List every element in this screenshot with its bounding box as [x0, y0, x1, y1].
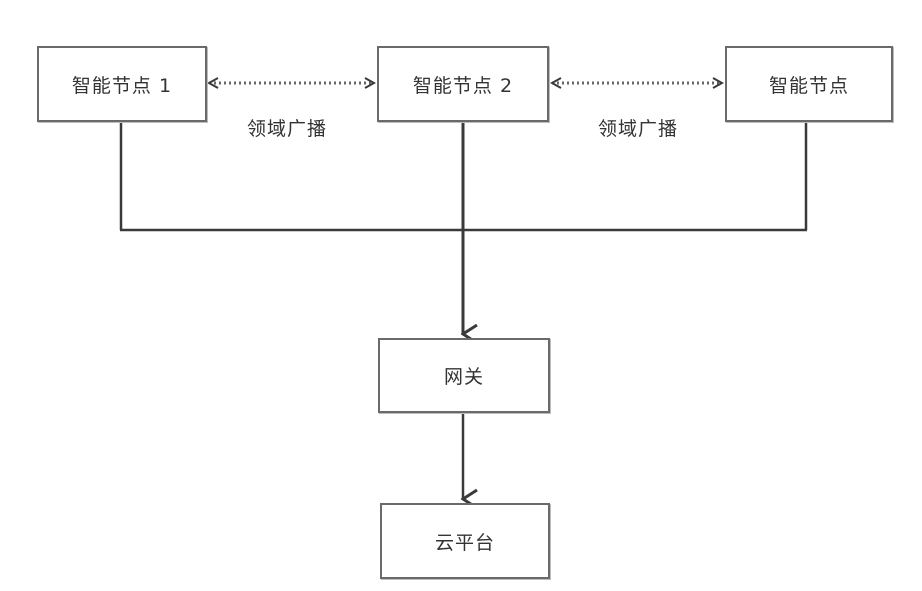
smart-node-1-box: 智能节点 1: [37, 46, 207, 122]
smart-node-2-box: 智能节点 2: [377, 46, 549, 122]
smart-node-2-label: 智能节点 2: [413, 71, 513, 98]
broadcast-label-2-3: 领域广播: [598, 114, 678, 141]
smart-node-3-box: 智能节点: [725, 46, 893, 122]
cloud-platform-box: 云平台: [380, 503, 550, 579]
smart-node-3-label: 智能节点: [769, 71, 849, 98]
broadcast-label-1-2: 领域广播: [247, 114, 327, 141]
gateway-label: 网关: [444, 362, 484, 389]
smart-node-1-label: 智能节点 1: [72, 71, 172, 98]
gateway-box: 网关: [378, 338, 550, 413]
cloud-platform-label: 云平台: [435, 528, 495, 555]
